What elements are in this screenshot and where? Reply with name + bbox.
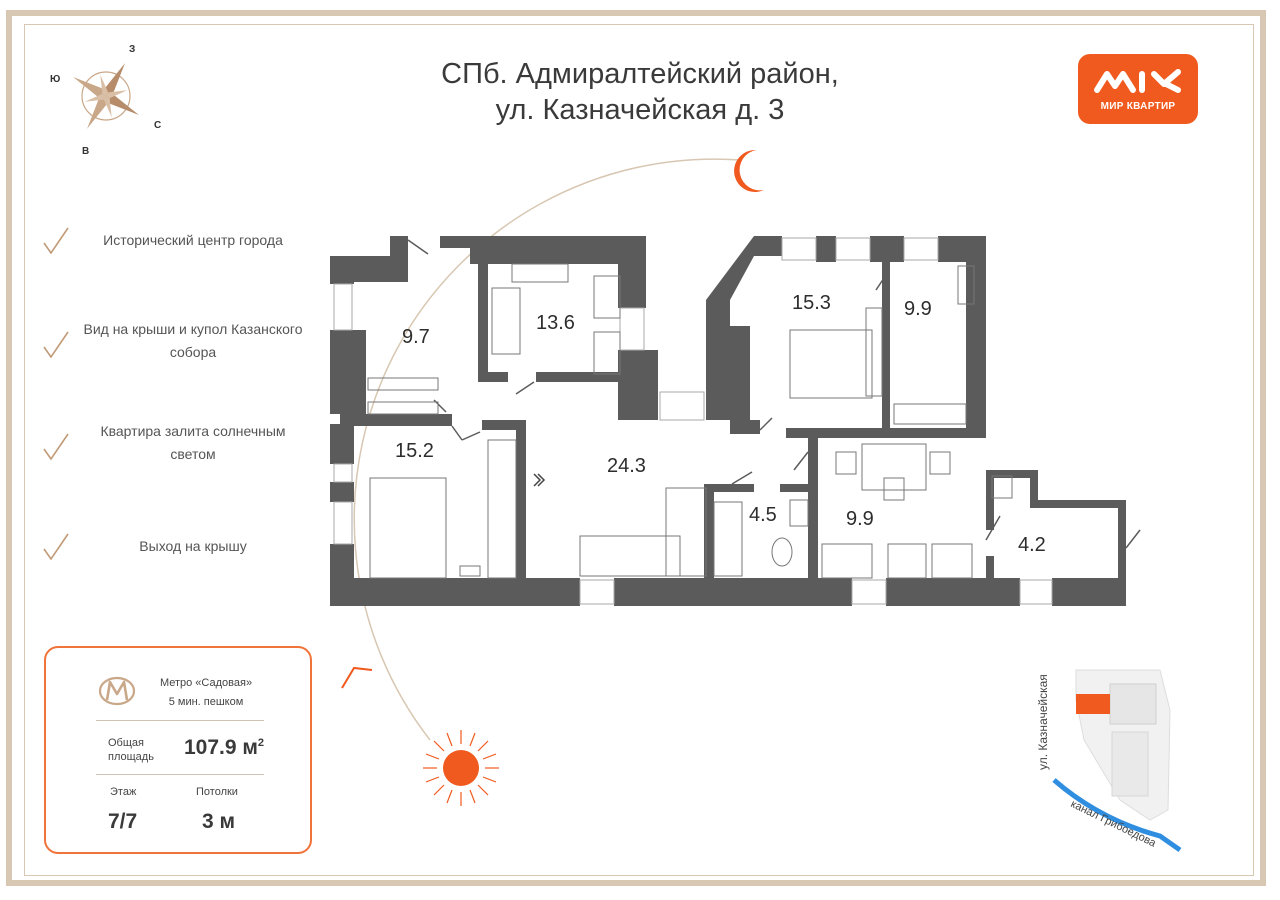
divider: [96, 720, 264, 721]
area-label-line: площадь: [108, 751, 154, 763]
brand-logo-icon: [1094, 69, 1181, 93]
apartment-info-card: Метро «Садовая» 5 мин. пешком Общая площ…: [44, 646, 312, 854]
metro-station: Метро «Садовая»: [159, 677, 253, 689]
divider: [96, 774, 264, 775]
room-area-label: 9.7: [402, 326, 430, 348]
sun-path-arc: [353, 158, 741, 741]
check-icon: [43, 331, 69, 359]
feature-text: Исторический центр города: [103, 232, 283, 248]
check-icon: [43, 227, 69, 255]
room-area-label: 9.9: [846, 508, 874, 530]
room-area-label: 15.2: [395, 440, 434, 462]
brand-logo-text: МИР КВАРТИР: [1100, 101, 1176, 112]
compass: З Ю С В: [46, 44, 186, 166]
fireplace-icon: [533, 473, 546, 487]
street-label: ул. Казначейская: [1036, 674, 1050, 770]
room-area-label: 15.3: [792, 292, 831, 314]
building-highlight: [1076, 694, 1110, 714]
inner-frame: [24, 24, 1254, 876]
ceiling-label: Потолки: [196, 786, 238, 798]
outer-frame: [6, 10, 1266, 886]
title-line-1: СПб. Адмиралтейский район,: [441, 58, 839, 90]
metro-logo-icon: [98, 676, 136, 706]
ceiling-value: 3 м: [202, 810, 236, 833]
compass-label-n: З: [129, 44, 136, 55]
check-icon: [43, 533, 69, 561]
room-area-label: 13.6: [536, 312, 575, 334]
compass-label-s: В: [82, 146, 90, 157]
feature-text: Квартира залита солнечным светом: [100, 423, 286, 462]
area-label-line: Общая: [108, 737, 144, 749]
sun-path-arrow-icon: [341, 666, 373, 689]
area-value: 107.9 м2: [184, 736, 264, 760]
room-area-label: 4.2: [1018, 534, 1046, 556]
windows: [333, 237, 1053, 605]
feature-text: Вид на крыши и купол Казанского собора: [83, 321, 303, 360]
brand-logo: МИР КВАРТИР: [1078, 54, 1198, 124]
furniture: [367, 263, 1013, 579]
floor-plan-walls: [330, 236, 1126, 606]
metro-info: Метро «Садовая» 5 мин. пешком: [146, 674, 266, 712]
area-sup: 2: [257, 737, 265, 749]
floor-value: 7/7: [108, 810, 138, 833]
room-area-label: 4.5: [749, 504, 777, 526]
area-number: 107.9 м: [184, 736, 258, 759]
check-icon: [43, 433, 69, 461]
room-area-label: 9.9: [904, 298, 932, 320]
title-line-2: ул. Казначейская д. 3: [495, 94, 785, 126]
sun-icon: [423, 730, 499, 806]
area-label: Общая площадь: [108, 736, 154, 764]
compass-rose-icon: [73, 63, 139, 129]
metro-walk-time: 5 мин. пешком: [168, 696, 244, 708]
compass-label-e: С: [154, 120, 162, 131]
room-area-label: 24.3: [607, 455, 646, 477]
compass-label-w: Ю: [50, 74, 61, 85]
canal-water: [1052, 778, 1182, 853]
feature-text: Выход на крышу: [139, 538, 247, 554]
location-map: [1052, 669, 1182, 853]
floor-label: Этаж: [110, 786, 137, 798]
moon-icon: [734, 149, 764, 192]
page-title: СПб. Адмиралтейский район, ул. Казначейс…: [380, 56, 900, 128]
